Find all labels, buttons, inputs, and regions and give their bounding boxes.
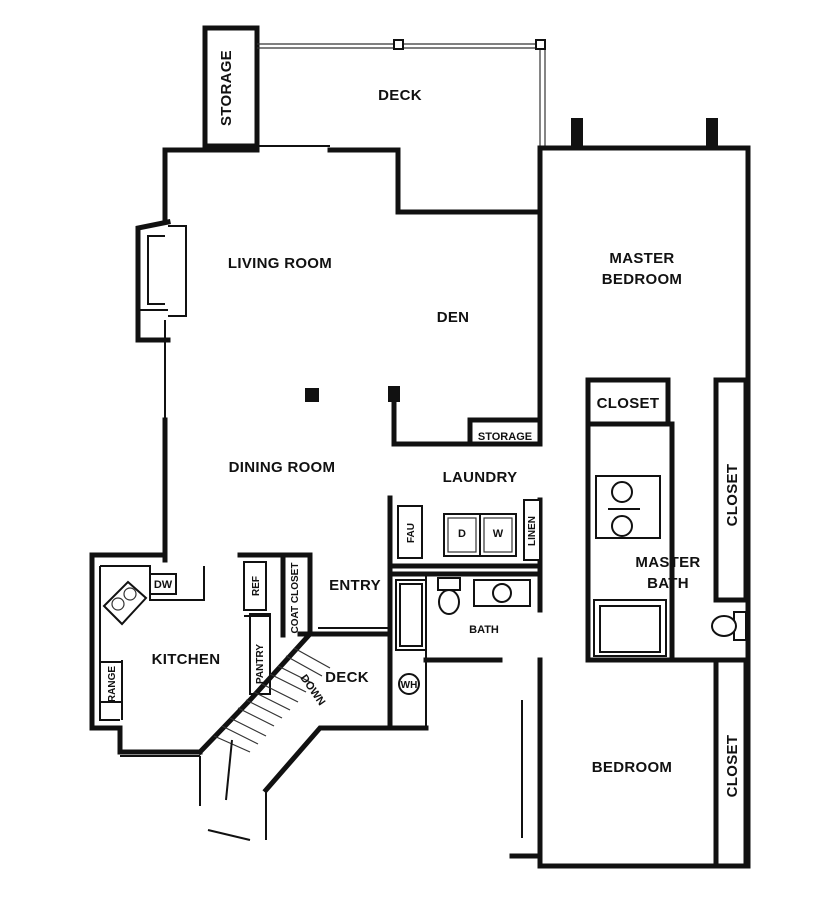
laundry-bath-walls <box>387 495 543 731</box>
label-den: DEN <box>437 309 470 326</box>
label-fau: FAU <box>406 523 417 543</box>
top-deck-structure <box>202 25 546 215</box>
label-closet-right: CLOSET <box>724 464 741 527</box>
bedroom-walls <box>521 657 749 869</box>
label-master-bath-line1: MASTER <box>635 554 700 571</box>
label-living-room: LIVING ROOM <box>228 255 332 272</box>
label-coat-closet: COAT CLOSET <box>290 563 301 634</box>
label-dining-room: DINING ROOM <box>229 459 336 476</box>
label-master-bedroom-line2: BEDROOM <box>602 271 682 288</box>
label-pantry: PANTRY <box>255 644 266 684</box>
stairs <box>196 630 393 841</box>
master-bath-walls <box>585 377 751 663</box>
label-closet-master: CLOSET <box>597 395 660 412</box>
label-bath: BATH <box>469 624 499 636</box>
label-laundry: LAUNDRY <box>443 469 518 486</box>
kitchen-walls <box>89 552 393 757</box>
label-range: RANGE <box>107 666 118 702</box>
label-linen: LINEN <box>527 516 538 546</box>
label-master-bath-line2: BATH <box>647 575 689 592</box>
label-dw: DW <box>154 579 173 591</box>
label-kitchen: KITCHEN <box>152 651 221 668</box>
label-deck-bottom: DECK <box>325 669 369 686</box>
label-washer-w: W <box>493 528 504 540</box>
fixture-labels: DW REF COAT CLOSET PANTRY RANGE FAU D W … <box>107 516 538 708</box>
label-ref: REF <box>251 576 262 596</box>
label-deck-top: DECK <box>378 87 422 104</box>
label-storage-top: STORAGE <box>218 50 235 126</box>
label-water-heater: WH <box>401 680 418 691</box>
label-entry: ENTRY <box>329 577 381 594</box>
room-labels: DECK STORAGE LIVING ROOM DEN MASTER BEDR… <box>152 50 741 797</box>
den-walls <box>305 386 543 447</box>
label-bedroom: BEDROOM <box>592 759 672 776</box>
label-washer-d: D <box>458 528 466 540</box>
label-master-bedroom-line1: MASTER <box>609 250 674 267</box>
label-closet-bedroom: CLOSET <box>724 735 741 798</box>
label-storage-den: STORAGE <box>478 431 532 443</box>
